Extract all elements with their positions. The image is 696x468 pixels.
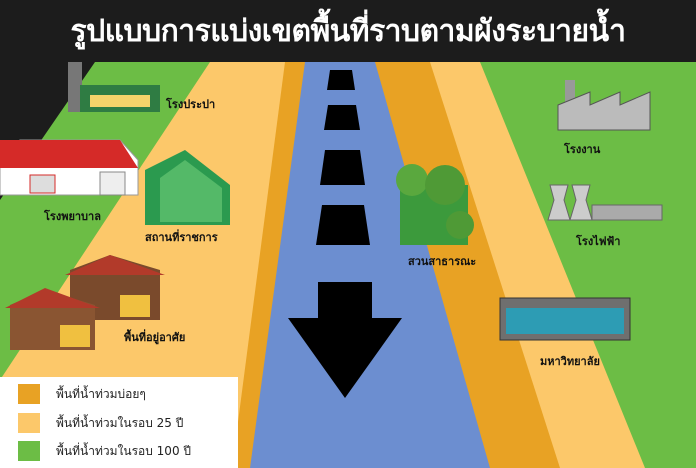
power-plant-icon (547, 184, 663, 221)
legend-swatch (18, 441, 40, 461)
light-orange-zone-right (420, 62, 645, 468)
legend-swatch (18, 413, 40, 433)
label-power-plant: โรงไฟฟ้า (576, 235, 621, 248)
label-water-works: โรงประปา (166, 98, 216, 111)
legend-item-25-year: พื้นที่น้ำท่วมในรอบ 25 ปี (18, 413, 183, 433)
dark-orange-zone-left (232, 62, 310, 468)
legend-item-100-year: พื้นที่น้ำท่วมในรอบ 100 ปี (18, 441, 191, 461)
legend-label: พื้นที่น้ำท่วมบ่อยๆ (56, 386, 146, 401)
label-government: สถานที่ราชการ (145, 231, 218, 244)
flow-arrow-icon (288, 282, 402, 398)
residential-houses-icon (5, 255, 165, 350)
factory-icon (557, 80, 651, 131)
legend-label: พื้นที่น้ำท่วมในรอบ 100 ปี (56, 443, 192, 458)
legend: พื้นที่น้ำท่วมบ่อยๆ พื้นที่น้ำท่วมในรอบ … (0, 377, 238, 468)
university-building-icon (499, 297, 631, 341)
hospital-icon (0, 139, 139, 196)
flow-dash (316, 205, 370, 245)
label-university: มหาวิทยาลัย (540, 355, 600, 368)
flow-dash (324, 105, 360, 130)
park-trees-icon (396, 164, 474, 245)
legend-swatch (18, 384, 40, 404)
river (250, 62, 490, 468)
legend-label: พื้นที่น้ำท่วมในรอบ 25 ปี (56, 415, 184, 430)
label-park: สวนสาธารณะ (408, 255, 477, 268)
page-title: รูปแบบการแบ่งเขตพื้นที่ราบตามผังระบายน้ำ (70, 14, 626, 49)
government-building-icon (145, 150, 230, 225)
green-zone-right (470, 62, 696, 468)
dark-orange-zone-right (370, 62, 560, 468)
flow-dash (320, 150, 365, 185)
label-residential: พื้นที่อยู่อาศัย (124, 331, 186, 344)
water-works-icon (68, 62, 160, 112)
label-factory: โรงงาน (564, 143, 601, 156)
legend-item-frequent: พื้นที่น้ำท่วมบ่อยๆ (18, 384, 146, 404)
label-hospital: โรงพยาบาล (44, 210, 101, 223)
light-orange-zone-left (0, 62, 300, 468)
flow-dash (327, 70, 355, 90)
